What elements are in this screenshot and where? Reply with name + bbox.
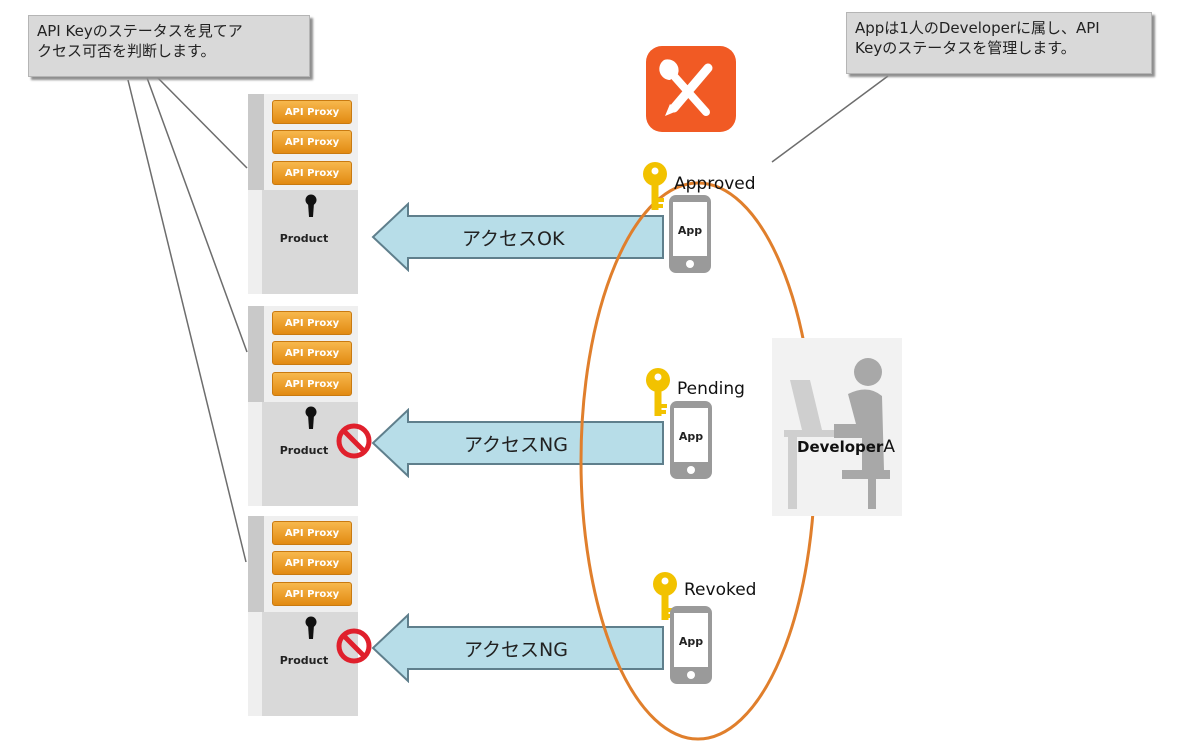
- developer-panel: [772, 338, 902, 516]
- phone-icon: [670, 606, 712, 684]
- product-label: Product: [279, 444, 329, 457]
- app-label: App: [678, 430, 704, 443]
- arrow-label-2: アクセスNG: [464, 434, 568, 456]
- api-proxy-badge: API Proxy: [272, 521, 352, 545]
- api-proxy-badge: API Proxy: [272, 582, 352, 606]
- product-group-1: API Proxy API Proxy API Proxy Product: [248, 94, 358, 294]
- app-phone-3: App: [669, 605, 713, 685]
- developer-suffix: A: [883, 437, 895, 457]
- right-callout-line-2: Keyのステータスを管理します。: [855, 39, 1076, 57]
- access-arrow-1: [371, 202, 664, 272]
- phone-icon: [669, 195, 711, 273]
- arrow-label-3: アクセスNG: [464, 639, 568, 661]
- status-label-revoked: Revoked: [684, 580, 757, 600]
- left-callout-line-2: クセス可否を判断します。: [37, 42, 216, 60]
- developer-at-desk-icon: [784, 358, 890, 509]
- app-label: App: [678, 635, 704, 648]
- api-proxy-badge: API Proxy: [272, 372, 352, 396]
- proxy-strip: [248, 306, 264, 402]
- status-label-pending: Pending: [677, 379, 745, 399]
- api-proxy-badge: API Proxy: [272, 161, 352, 185]
- product-label: Product: [279, 232, 329, 245]
- status-label-approved: Approved: [674, 174, 756, 194]
- product-box: Product: [262, 190, 358, 294]
- api-proxy-badge: API Proxy: [272, 551, 352, 575]
- app-phone-1: App: [668, 194, 712, 274]
- app-phone-2: App: [669, 400, 713, 480]
- proxy-strip: [248, 516, 264, 612]
- right-callout: Appは1人のDeveloperに属し、API Keyのステータスを管理します。: [846, 12, 1152, 74]
- proxy-strip: [248, 94, 264, 190]
- key-icon: [643, 162, 667, 210]
- api-proxy-badge: API Proxy: [272, 311, 352, 335]
- tools-icon: [646, 46, 736, 132]
- phone-icon: [670, 401, 712, 479]
- api-proxy-badge: API Proxy: [272, 341, 352, 365]
- prohibited-icon: [336, 628, 372, 664]
- right-callout-line-1: Appは1人のDeveloperに属し、API: [855, 19, 1100, 37]
- wrench-pencil-icon: [659, 59, 713, 116]
- left-callout: API Keyのステータスを見てア クセス可否を判断します。: [28, 15, 310, 77]
- keyhole-icon: [305, 406, 317, 429]
- product-box: Product: [262, 612, 358, 716]
- app-label: App: [677, 224, 703, 237]
- keyhole-icon: [305, 616, 317, 639]
- developer-name: Developer: [797, 438, 884, 456]
- arrow-label-1: アクセスOK: [462, 228, 565, 250]
- prohibited-icon: [336, 423, 372, 459]
- product-box: Product: [262, 402, 358, 506]
- key-icon: [646, 368, 670, 416]
- product-group-3: API Proxy API Proxy API Proxy Product: [248, 516, 358, 716]
- access-arrow-2: [371, 408, 664, 478]
- api-proxy-badge: API Proxy: [272, 100, 352, 124]
- product-group-2: API Proxy API Proxy API Proxy Product: [248, 306, 358, 506]
- keyhole-icon: [305, 194, 317, 217]
- api-proxy-badge: API Proxy: [272, 130, 352, 154]
- developer-label: DeveloperA: [797, 437, 895, 457]
- product-label: Product: [279, 654, 329, 667]
- left-callout-line-1: API Keyのステータスを見てア: [37, 22, 243, 40]
